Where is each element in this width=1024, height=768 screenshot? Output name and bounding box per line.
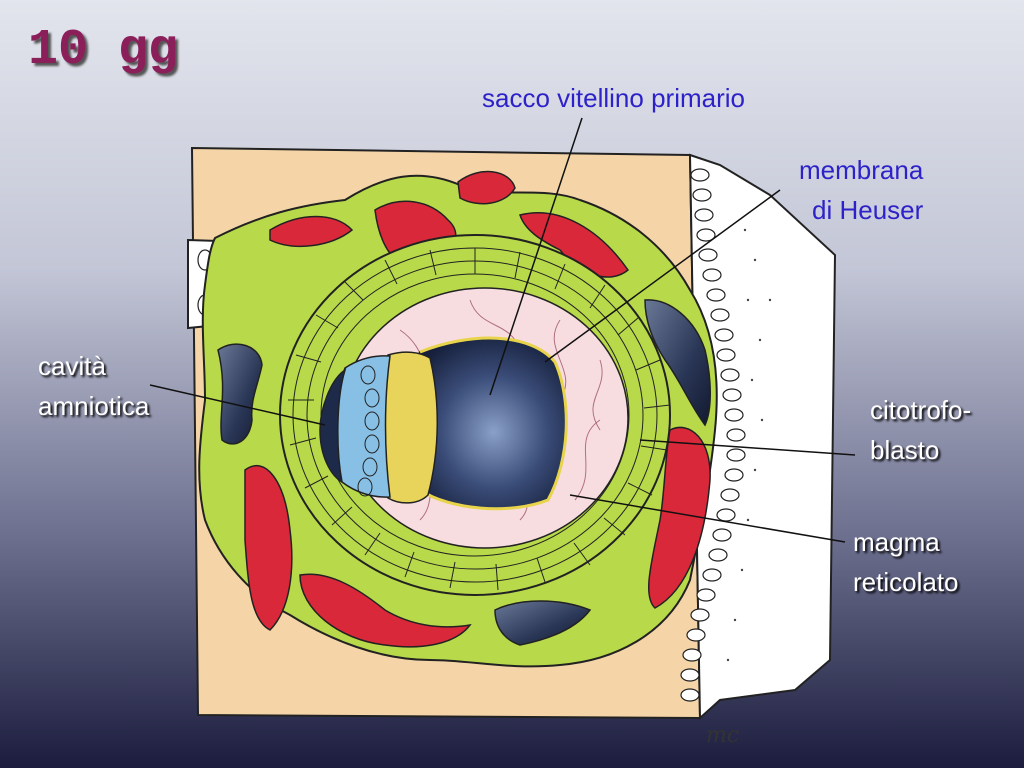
leader-lines bbox=[149, 117, 856, 543]
slide-title: 10 gg bbox=[28, 22, 179, 79]
label-cavita-amniotica: cavità amniotica bbox=[38, 346, 149, 426]
label-citotrofo-line2: blasto bbox=[870, 435, 940, 465]
ipoblasto bbox=[381, 351, 438, 504]
label-citotrofoblasto: citotrofo- blasto bbox=[870, 390, 971, 470]
label-magma-line1: magma bbox=[853, 527, 940, 557]
label-citotrofo-line1: citotrofo- bbox=[870, 395, 972, 425]
label-cavita-line2: amniotica bbox=[38, 391, 150, 421]
epiblast-cells bbox=[357, 365, 380, 497]
label-magma-line2: reticolato bbox=[853, 567, 959, 597]
label-membrana-line1: membrana bbox=[799, 155, 924, 185]
membrana-di-heuser bbox=[419, 336, 568, 511]
uterine-epithelium-surface bbox=[688, 153, 837, 721]
artist-signature: mc bbox=[706, 723, 739, 748]
label-sacco-vitellino-primario: sacco vitellino primario bbox=[482, 83, 745, 113]
sinusoidi-materni bbox=[217, 299, 711, 646]
cavita-amniotica bbox=[319, 368, 347, 484]
epithelium-cells bbox=[680, 168, 746, 702]
label-membrana-line2: di Heuser bbox=[812, 195, 924, 225]
citotrofoblasto-cell-walls bbox=[288, 248, 671, 591]
epithelium-dots bbox=[726, 228, 772, 662]
label-membrana-di-heuser: membrana di Heuser bbox=[798, 150, 923, 230]
lacune-sanguigne bbox=[244, 170, 711, 648]
label-cavita-line1: cavità bbox=[38, 351, 106, 381]
label-magma-reticolato: magma reticolato bbox=[853, 522, 959, 602]
